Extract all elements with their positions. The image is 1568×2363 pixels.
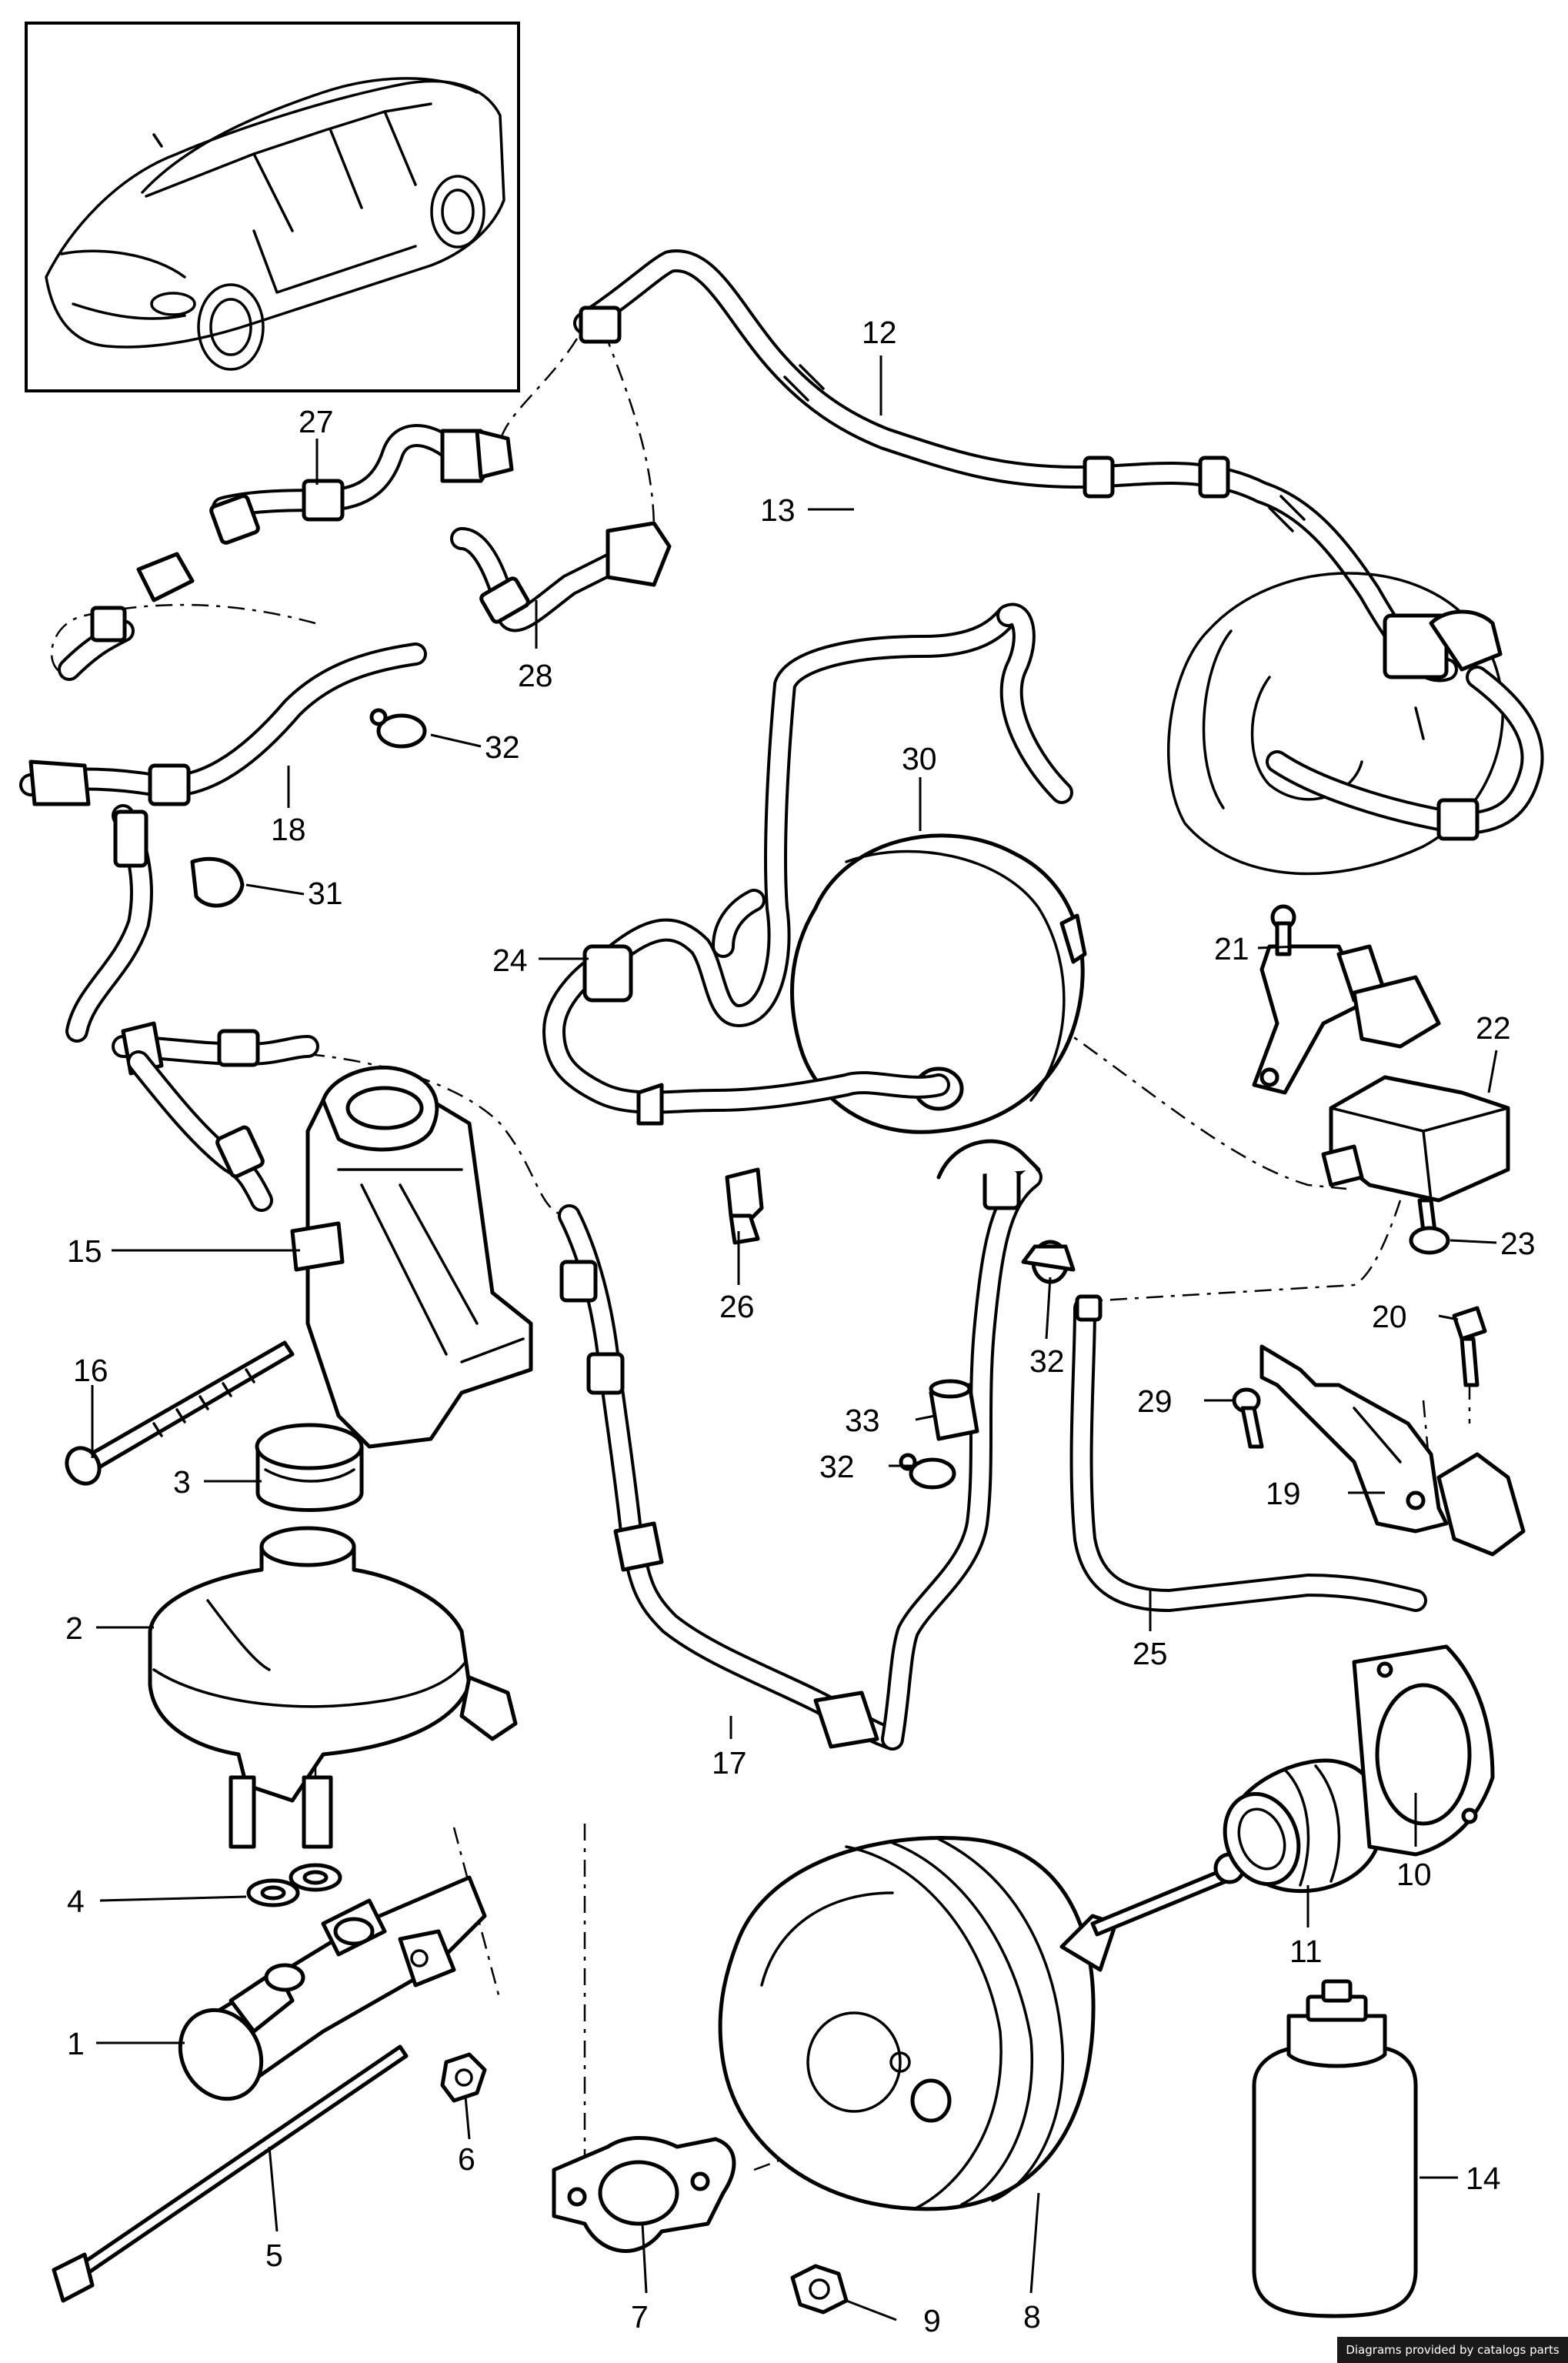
vacuum-hose-12 [573,249,1458,683]
callout-15: 15 [67,1233,102,1269]
callout-26: 26 [719,1289,755,1324]
part-9-nut [790,2264,849,2315]
part-3-reservoir-cap [255,1423,364,1512]
part-34-sleeve [929,1379,979,1441]
part-22-solenoid-valve [1321,1075,1510,1203]
vehicle-thumbnail [25,22,520,392]
part-29-screw [1232,1387,1264,1449]
callout-6: 6 [458,2141,475,2177]
part-23-bolt [1409,1198,1450,1255]
callout-7: 7 [631,2299,649,2335]
part-19-bracket [1259,1344,1526,1557]
part-5-stud-rod [52,2044,409,2303]
callout-27: 27 [299,404,334,439]
part-33-clamp [1021,1240,1076,1284]
callout-18: 18 [271,812,306,847]
callout-8: 8 [1023,2299,1041,2335]
callout-25: 25 [1133,1636,1168,1671]
callout-30: 30 [902,741,937,776]
part-14-fluid-bottle [1252,1979,1418,2318]
callout-32-upper: 32 [485,729,520,765]
callout-34: 33 [845,1403,880,1438]
part-1-master-cylinder [178,1875,487,2101]
hose-17 [558,1139,1043,1751]
part-6-nut [440,2052,487,2103]
callout-13: 13 [760,492,796,528]
hoses-27-28 [58,424,672,681]
callout-3: 3 [173,1464,191,1500]
callout-33: 32 [1029,1343,1065,1379]
part-2-fluid-reservoir [148,1526,518,1849]
callout-24: 24 [492,943,528,978]
hose-15-area [112,1021,319,1212]
callout-17: 17 [712,1745,747,1781]
part-32-clamp-lower [899,1453,956,1490]
hose-24 [542,602,1073,1126]
callout-9: 9 [923,2303,941,2338]
hose-25 [1069,1294,1427,1612]
callout-22: 22 [1476,1010,1511,1046]
part-15-valve-bracket [290,1065,533,1449]
callout-11: 11 [1289,1934,1323,1969]
part-16-long-bolt [65,1340,295,1486]
callout-19: 19 [1266,1476,1301,1511]
callout-29: 29 [1137,1383,1173,1419]
callout-20: 20 [1372,1299,1407,1334]
credit-footer: Diagrams provided by catalogs parts [1337,2337,1568,2363]
callout-21: 21 [1214,931,1249,966]
callout-1: 1 [67,2026,85,2061]
callout-23: 23 [1500,1226,1536,1261]
part-20-bolt [1452,1306,1487,1387]
callout-5: 5 [265,2238,283,2273]
callout-4: 4 [67,1884,85,1919]
callout-16: 16 [73,1353,108,1388]
callout-28: 28 [518,658,553,693]
part-21-bracket [1252,904,1441,1095]
part-10-gasket [1352,1644,1495,1857]
part-11-boot [1223,1758,1382,1894]
part-8-brake-booster [718,1836,1246,2211]
part-7-gasket [552,2135,736,2253]
brake-booster-ghost [1167,572,1544,876]
part-4-seals [246,1863,342,1907]
callout-14: 14 [1466,2161,1501,2196]
callout-31: 31 [308,876,343,911]
callout-leader-lines [91,355,1498,2321]
callout-12: 12 [862,315,897,350]
callout-2: 2 [65,1610,83,1646]
part-26-clip [725,1167,764,1245]
part-32-clamp-upper [369,708,427,749]
hose-18 [19,642,427,1043]
callout-32-lower: 32 [819,1449,855,1484]
callout-10: 10 [1396,1857,1432,1892]
callout-numbers: 12 13 27 28 32 18 31 30 21 22 23 24 15 2… [65,315,1536,2338]
